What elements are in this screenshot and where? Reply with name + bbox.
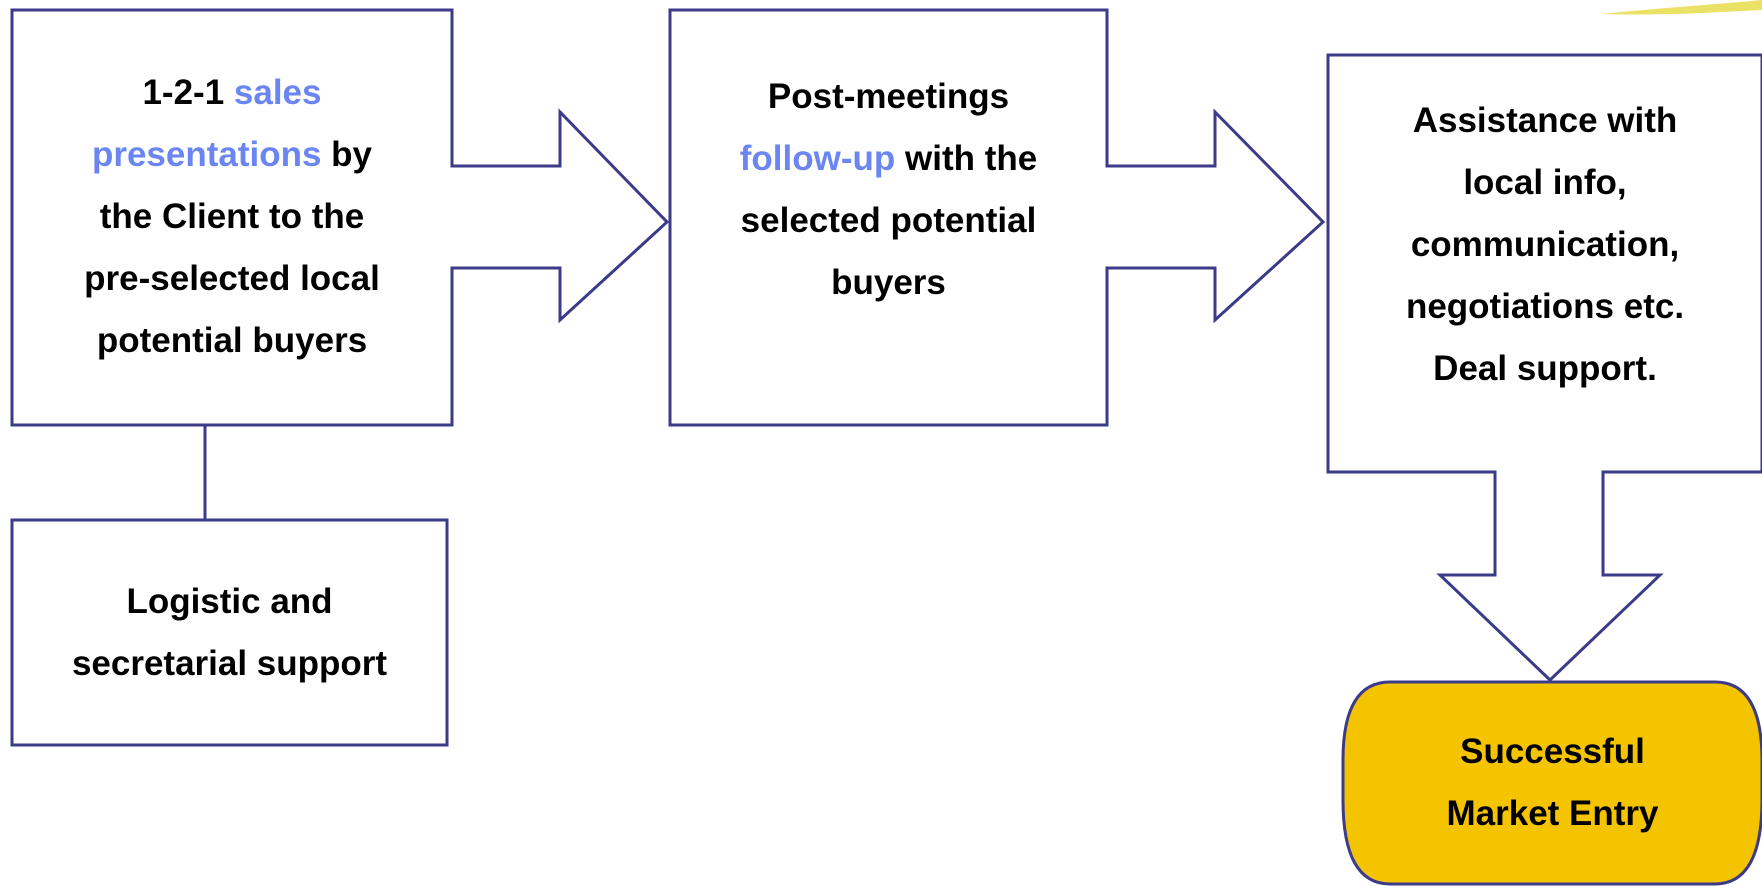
assistance-line-1: Assistance with (1412, 101, 1678, 140)
logistic-box: Logistic and secretarial support (14, 522, 445, 743)
presentations-line-2: presentations by (84, 124, 380, 186)
result-line-1: Successful (1460, 732, 1645, 771)
assistance-line-2: local info, (1463, 163, 1627, 202)
presentations-line-1-plain: 1-2-1 (142, 73, 234, 112)
presentations-line-5: potential buyers (96, 321, 368, 360)
logistic-line-1: Logistic and (126, 581, 333, 621)
logistic-box-shape (10, 518, 449, 747)
assistance-box: Assistance with local info, communicatio… (1330, 80, 1760, 410)
presentations-line-2-plain: by (321, 135, 373, 174)
decorative-swoosh (1600, 0, 1762, 15)
presentations-box: 1-2-1 sales presentations by the Client … (14, 52, 450, 382)
assistance-line-4: negotiations etc. (1405, 287, 1685, 326)
presentations-line-4: pre-selected local (84, 259, 380, 298)
followup-line-2-plain: with the (895, 139, 1038, 178)
assistance-line-3: communication, (1410, 225, 1680, 264)
result-line-2: Market Entry (1446, 794, 1659, 833)
followup-callout-shape (668, 8, 1326, 427)
result-box: Successful Market Entry (1345, 684, 1760, 882)
followup-line-3: selected potential (740, 201, 1037, 240)
logistic-line-2: secretarial support (71, 643, 388, 683)
presentations-line-3: the Client to the (99, 197, 365, 236)
result-shape (1341, 680, 1762, 886)
followup-line-2: follow-up with the (740, 128, 1037, 190)
presentations-line-1-highlight: sales (233, 73, 322, 112)
followup-line-1: Post-meetings (767, 77, 1010, 116)
assistance-line-5: Deal support. (1433, 349, 1657, 388)
followup-line-4: buyers (831, 263, 946, 302)
presentations-line-1: 1-2-1 sales (84, 62, 380, 124)
followup-box: Post-meetings follow-up with the selecte… (672, 55, 1105, 325)
presentations-line-2-highlight: presentations (91, 135, 322, 174)
assistance-callout-shape (1326, 53, 1762, 683)
followup-line-2-highlight: follow-up (739, 139, 896, 178)
presentations-callout-shape (10, 8, 670, 427)
